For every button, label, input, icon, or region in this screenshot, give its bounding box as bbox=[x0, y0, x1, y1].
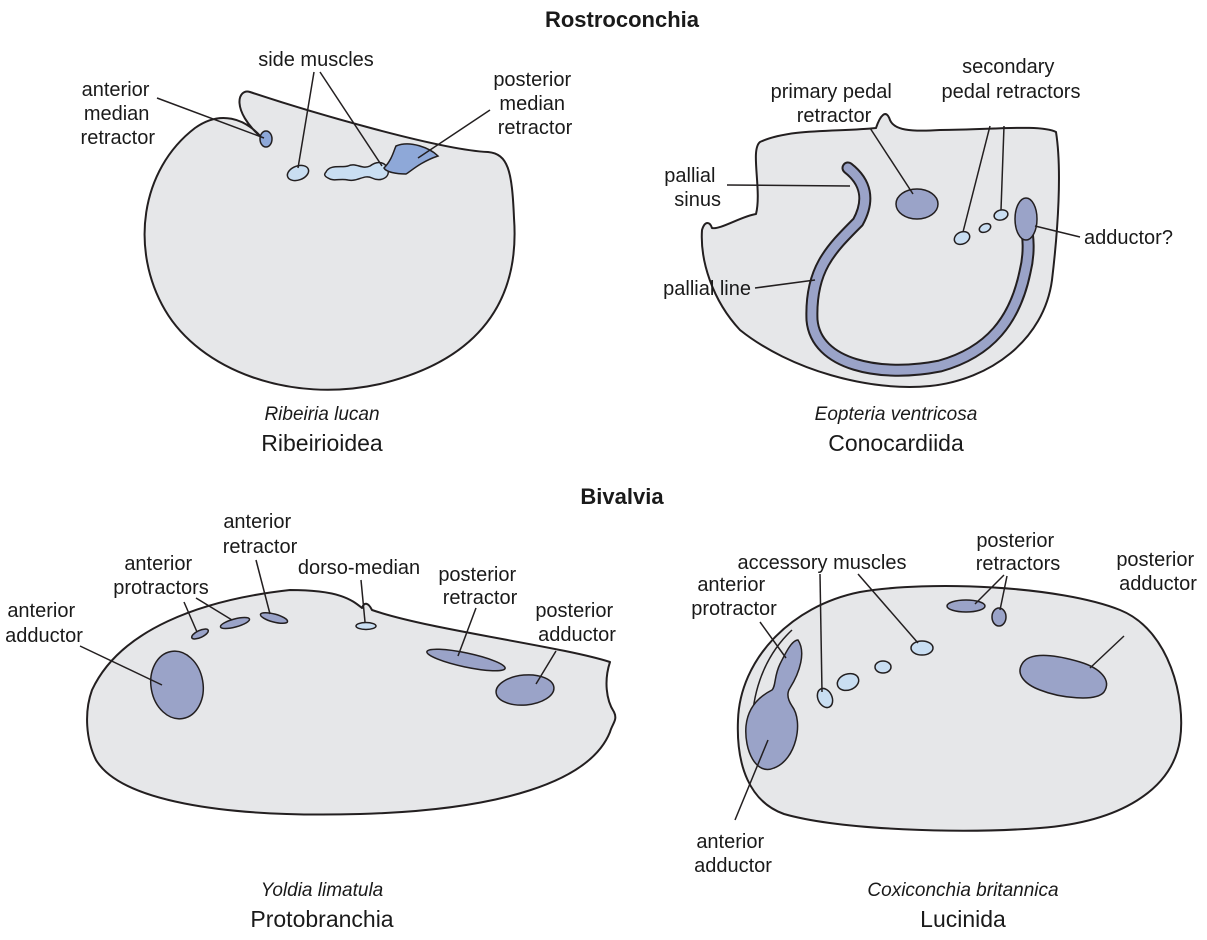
label-posterior-retractor: posterior retractor bbox=[438, 564, 521, 609]
anterior-median-retractor-scar bbox=[260, 131, 272, 147]
dorso-median-scar bbox=[356, 623, 376, 630]
label-posterior-median-retractor: posterior median retractor bbox=[493, 69, 576, 139]
species-name-coxiconchia: Coxiconchia britannica bbox=[867, 880, 1058, 901]
species-name-eopteria: Eopteria ventricosa bbox=[815, 404, 978, 425]
label-anterior-median-retractor: anterior median retractor bbox=[81, 79, 156, 149]
label-pallial-sinus: pallial sinus bbox=[664, 165, 721, 211]
label-posterior-adductor: posterior adductor bbox=[535, 600, 618, 646]
leader-pallial-sinus bbox=[727, 185, 850, 186]
label-pallial-line: pallial line bbox=[663, 278, 751, 300]
label-secondary-pedal-retractors: secondary pedal retractors bbox=[942, 56, 1081, 103]
panel-coxiconchia: accessory muscles posterior retractors p… bbox=[691, 530, 1199, 932]
label-anterior-protractor: anterior protractor bbox=[691, 574, 777, 620]
accessory-muscle-scar-4 bbox=[911, 641, 933, 655]
label-posterior-adductor: posterior adductor bbox=[1116, 549, 1199, 595]
panel-eopteria: primary pedal retractor secondary pedal … bbox=[663, 56, 1173, 456]
shell-coxiconchia bbox=[738, 586, 1181, 831]
label-anterior-retractor: anterior retractor bbox=[223, 511, 298, 558]
species-name-ribeiria: Ribeiria lucan bbox=[264, 404, 379, 425]
accessory-muscle-scar-3 bbox=[875, 661, 891, 673]
posterior-retractor-scar-2 bbox=[992, 608, 1006, 626]
group-name-conocardiida: Conocardiida bbox=[828, 430, 964, 456]
label-anterior-adductor: anterior adductor bbox=[694, 831, 772, 877]
group-name-lucinida: Lucinida bbox=[920, 906, 1006, 932]
species-name-yoldia: Yoldia limatula bbox=[261, 880, 384, 901]
section-title-rostroconchia: Rostroconchia bbox=[545, 7, 700, 32]
label-dorso-median: dorso-median bbox=[298, 557, 420, 579]
label-accessory-muscles: accessory muscles bbox=[738, 552, 907, 574]
label-adductor: adductor? bbox=[1084, 227, 1173, 249]
label-posterior-retractors: posterior retractors bbox=[976, 530, 1060, 575]
label-anterior-adductor: anterior adductor bbox=[5, 600, 83, 647]
primary-pedal-retractor-scar bbox=[896, 189, 938, 219]
group-name-ribeirioidea: Ribeirioidea bbox=[261, 430, 383, 456]
panel-yoldia: anterior adductor anterior protractors a… bbox=[5, 511, 619, 932]
shell-eopteria bbox=[702, 114, 1059, 387]
adductor-scar bbox=[1015, 198, 1037, 240]
section-title-bivalvia: Bivalvia bbox=[580, 484, 664, 509]
group-name-protobranchia: Protobranchia bbox=[250, 906, 393, 932]
shell-ribeiria bbox=[145, 92, 515, 390]
label-anterior-protractors: anterior protractors bbox=[113, 553, 209, 599]
posterior-retractor-scar-1 bbox=[947, 600, 985, 612]
label-side-muscles: side muscles bbox=[258, 49, 374, 71]
panel-ribeiria: anterior median retractor side muscles p… bbox=[81, 49, 577, 456]
